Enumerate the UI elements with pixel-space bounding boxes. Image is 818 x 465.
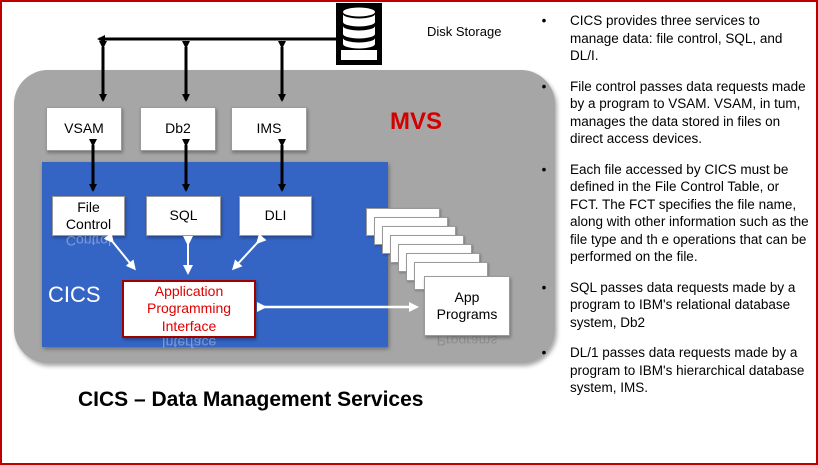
mvs-label: MVS xyxy=(390,108,443,135)
ims-box: IMS xyxy=(231,107,307,151)
cics-label: CICS xyxy=(48,282,101,307)
filecontrol-api-arrow xyxy=(103,232,136,271)
bullet-list: •CICS provides three services to manage … xyxy=(538,12,810,410)
db2-box: Db2 xyxy=(140,107,216,151)
vsam-box: VSAM xyxy=(46,107,122,151)
bullet-text: Each file accessed by CICS must be defin… xyxy=(570,161,809,265)
app-programs-box: App Programs xyxy=(424,276,510,336)
bullet-item: •File control passes data requests made … xyxy=(541,78,806,147)
bullet-item: •SQL passes data requests made by a prog… xyxy=(541,279,796,330)
sql-box: SQL xyxy=(146,196,221,236)
bullet-text: CICS provides three services to manage d… xyxy=(570,13,783,63)
bullet-text: File control passes data requests made b… xyxy=(570,78,806,147)
file-control-box: File Control xyxy=(52,196,125,236)
api-box: Application Programming Interface xyxy=(122,280,256,338)
bullet-item: •DL/1 passes data requests made by a pro… xyxy=(541,345,805,395)
bullet-text: DL/1 passes data requests made by a prog… xyxy=(570,345,805,395)
bullet-text: SQL passes data requests made by a progr… xyxy=(570,279,796,330)
disk-storage-label: Disk Storage xyxy=(427,24,502,39)
dli-api-arrow xyxy=(231,233,267,271)
dli-box: DLI xyxy=(239,196,312,236)
bullet-item: •Each file accessed by CICS must be defi… xyxy=(541,161,809,265)
bullet-item: •CICS provides three services to manage … xyxy=(541,13,783,63)
diagram-title: CICS – Data Management Services xyxy=(78,388,424,411)
